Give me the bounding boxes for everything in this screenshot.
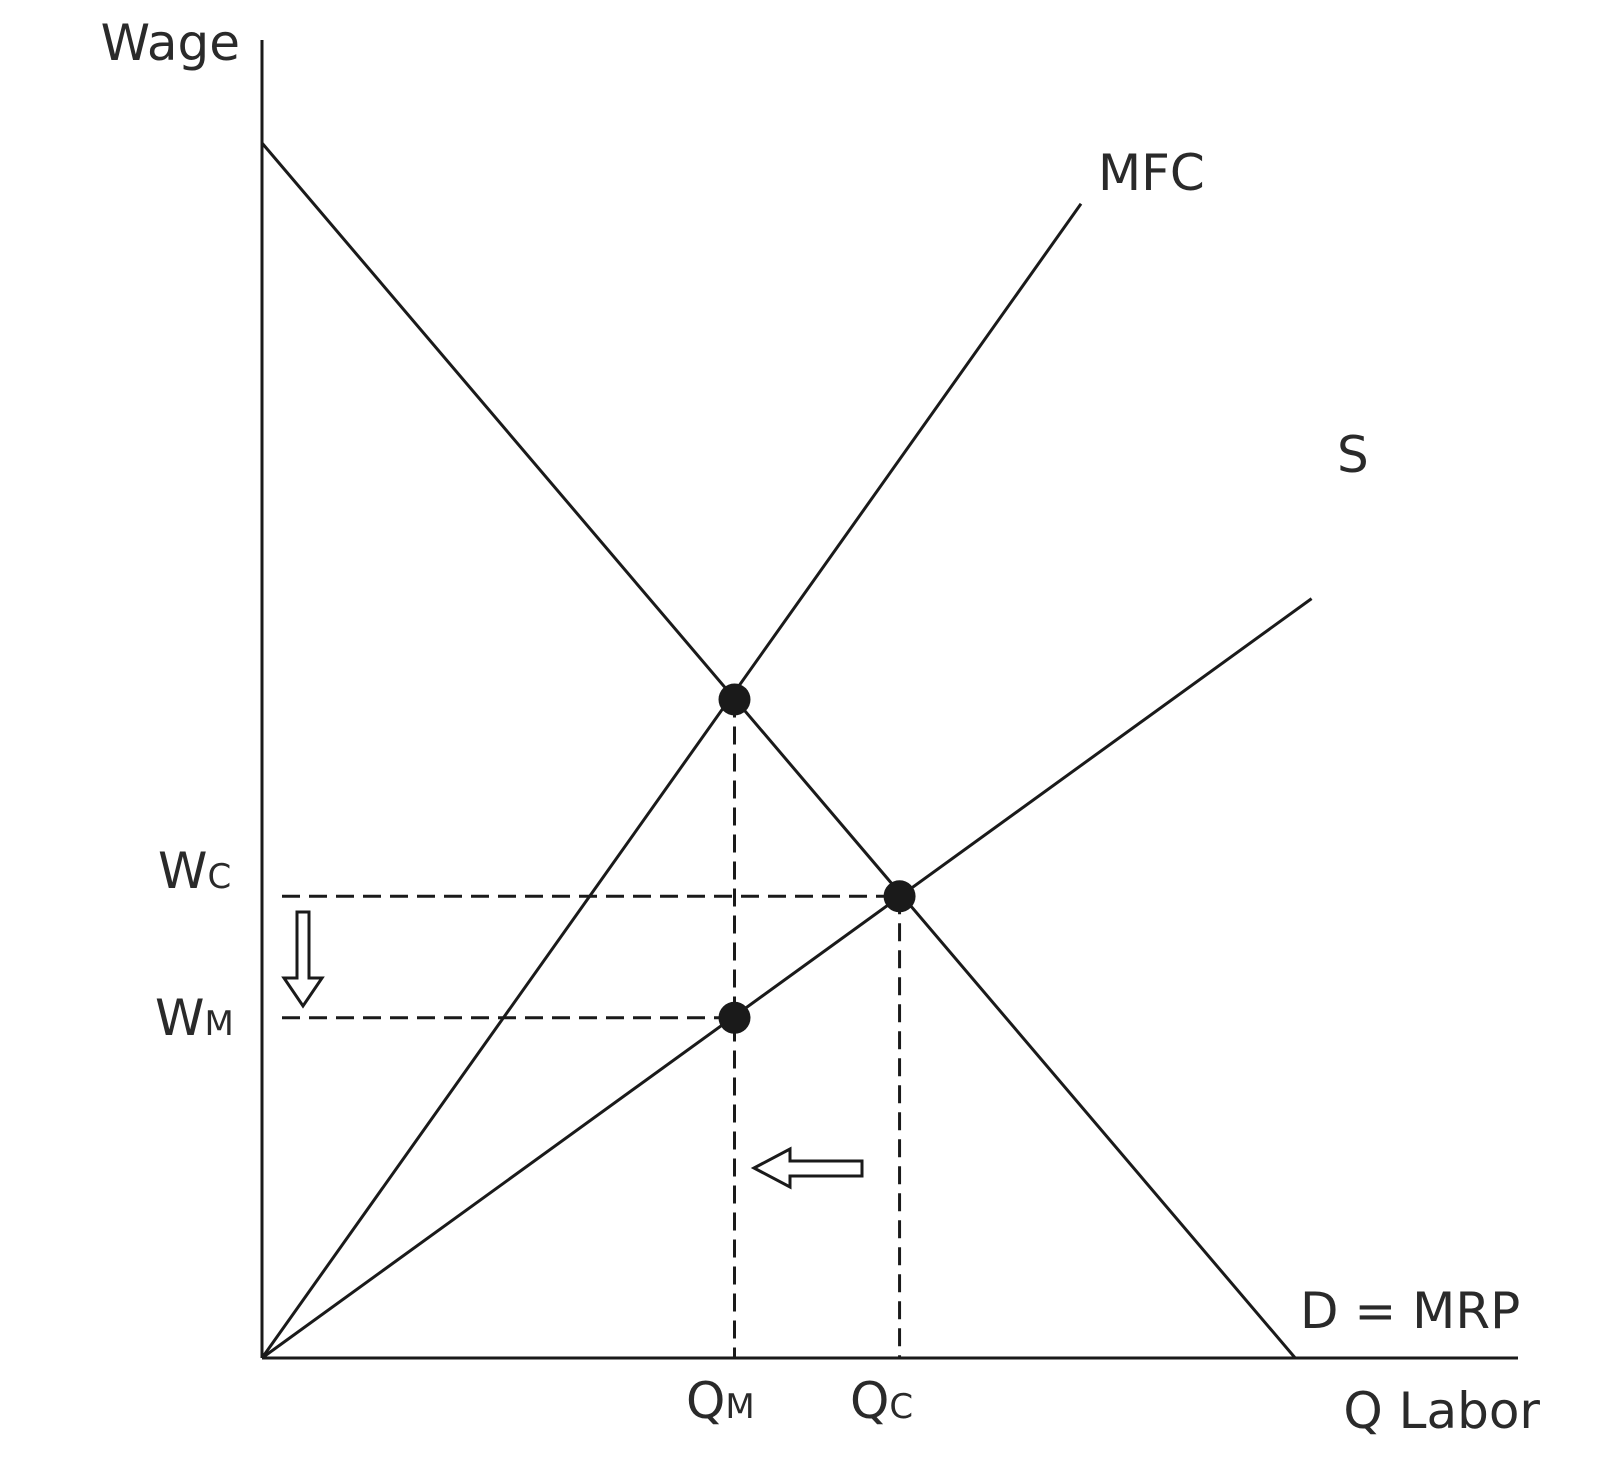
qm-tick-label: QM — [686, 1372, 755, 1430]
x-axis-title: Q Labor — [1343, 1382, 1540, 1440]
wc-tick-label: WC — [158, 842, 231, 900]
s-label: S — [1337, 426, 1369, 484]
curve-s — [261, 597, 1313, 1360]
curve-d-mrp — [260, 142, 1297, 1359]
curve-mfc — [260, 202, 1083, 1359]
qc-tick-label: QC — [850, 1372, 913, 1430]
competitive-equilibrium-dot — [883, 880, 916, 913]
wm-tick-label: WM — [155, 989, 234, 1047]
mfc-mrp-intersection-dot — [718, 683, 751, 716]
quantity-left-arrow — [750, 1146, 864, 1190]
y-axis-title: Wage — [101, 14, 240, 72]
monopsony-wage-point-dot — [718, 1001, 751, 1034]
mfc-label: MFC — [1098, 144, 1205, 202]
wage-down-arrow — [281, 910, 325, 1009]
d-mrp-label: D = MRP — [1300, 1282, 1520, 1340]
